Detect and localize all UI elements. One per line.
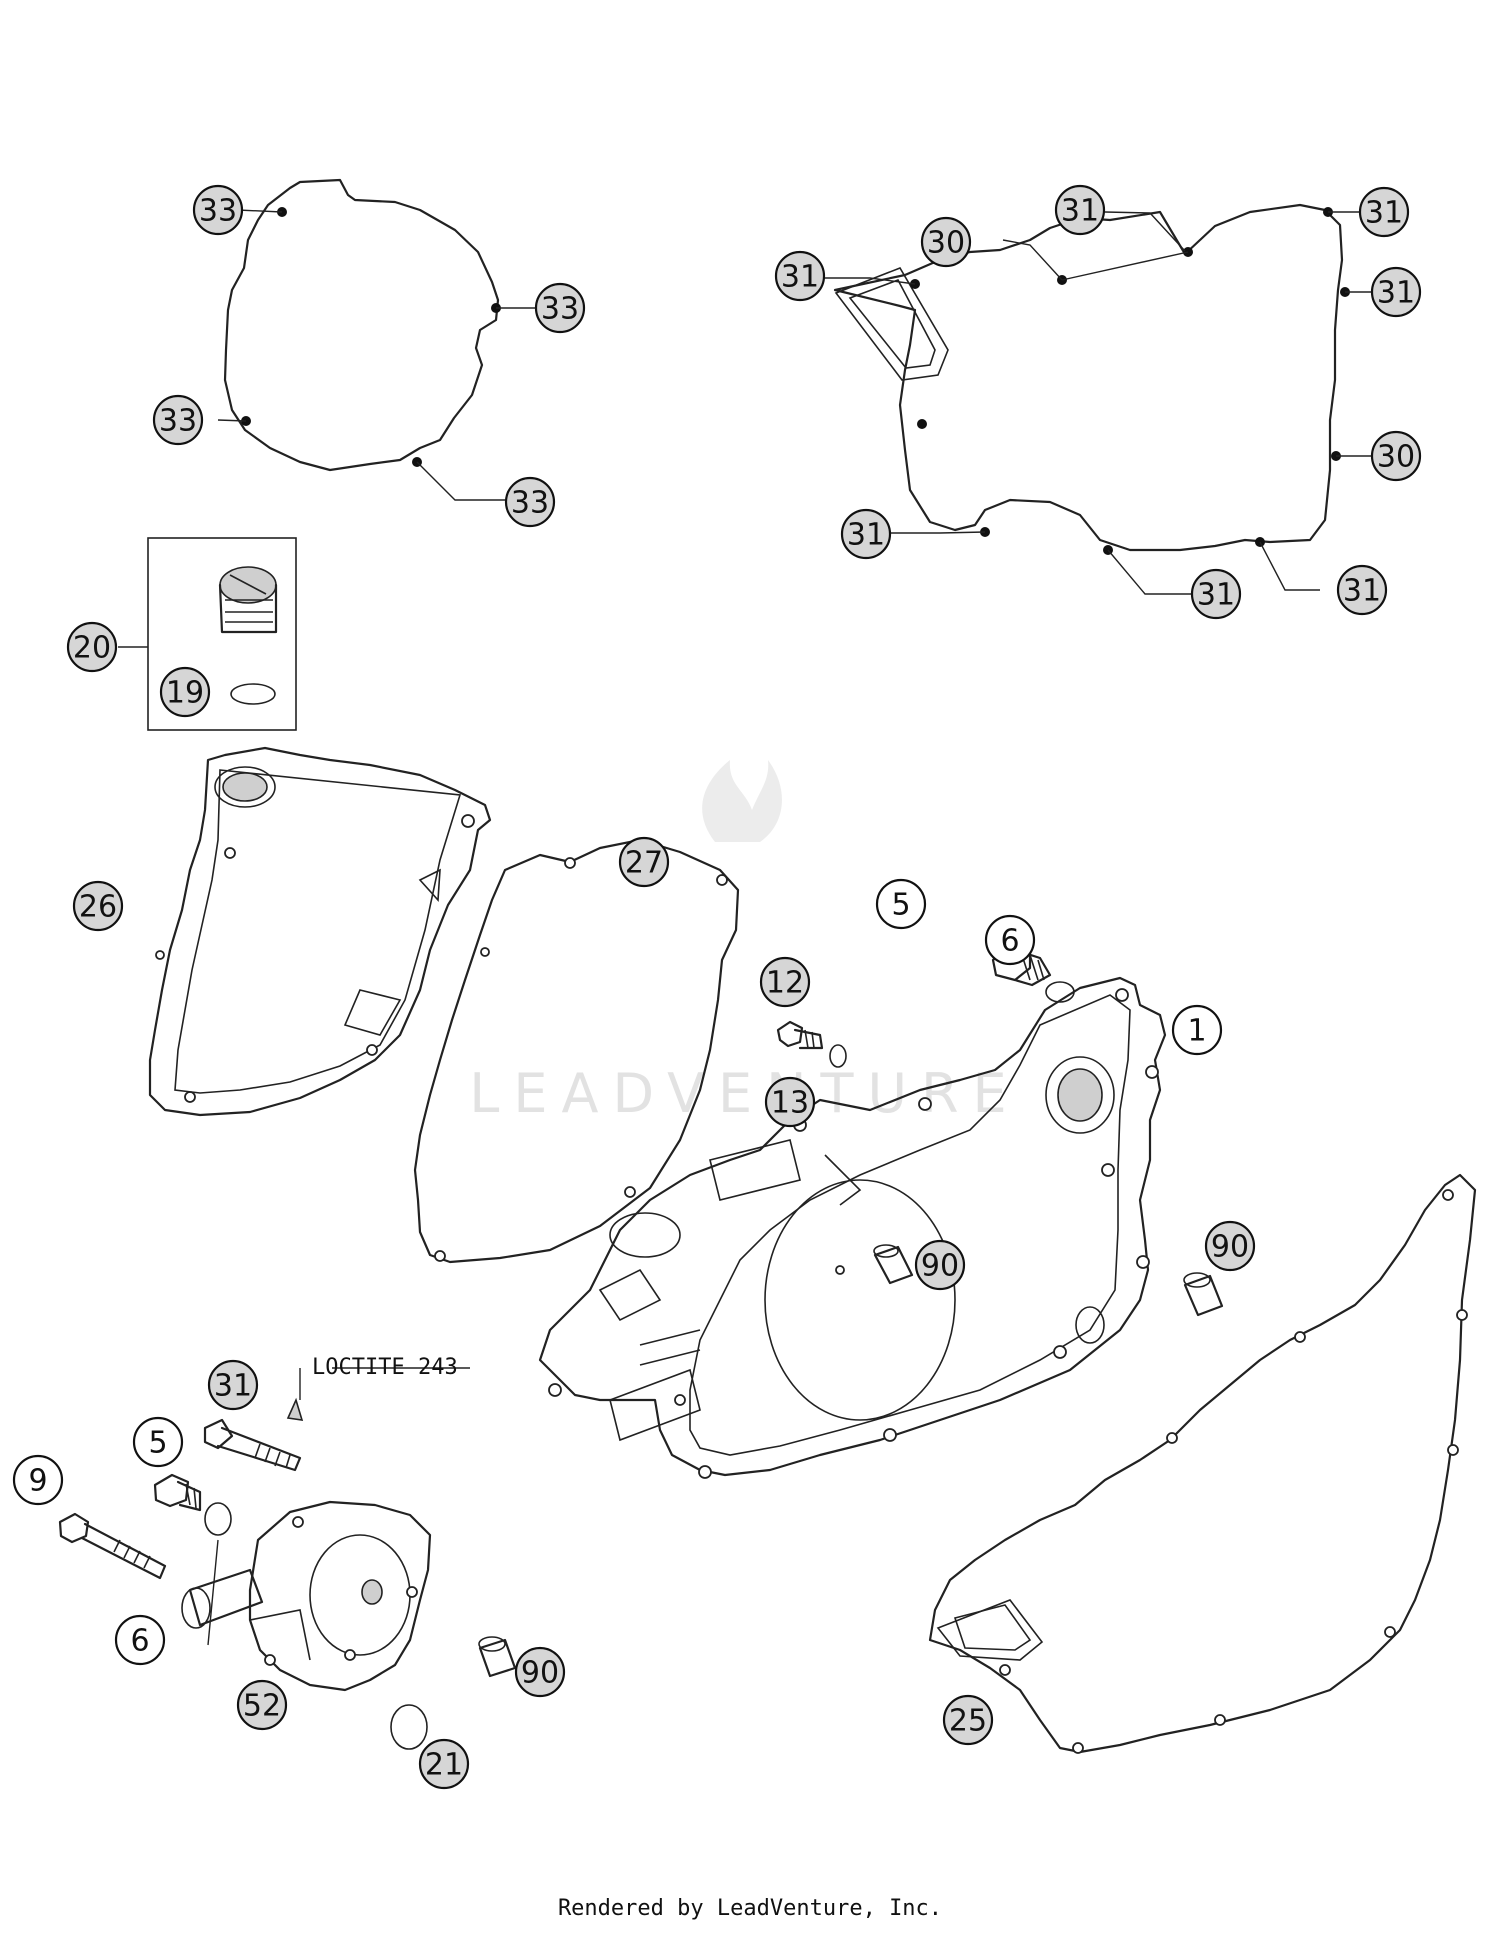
outer-clutch-cover bbox=[148, 746, 492, 1117]
clutch-cover-gasket-top bbox=[833, 203, 1350, 555]
callout-33: 33 bbox=[192, 184, 244, 236]
svg-text:30: 30 bbox=[927, 226, 965, 261]
callout-9: 9 bbox=[12, 1454, 64, 1506]
callout-21: 21 bbox=[418, 1738, 470, 1790]
svg-text:31: 31 bbox=[1061, 194, 1099, 229]
svg-text:5: 5 bbox=[148, 1426, 167, 1461]
callout-6: 6 bbox=[114, 1614, 166, 1666]
svg-text:52: 52 bbox=[243, 1689, 281, 1724]
footer-credit: Rendered by LeadVenture, Inc. bbox=[557, 1896, 943, 1921]
svg-text:33: 33 bbox=[511, 486, 549, 521]
loctite-note: LOCTITE 243 bbox=[312, 1355, 458, 1380]
svg-text:19: 19 bbox=[166, 676, 204, 711]
oil-drain-screw-bottom bbox=[153, 1473, 202, 1512]
part-callouts: 33 33 33 33 31 31 30 31 31 30 31 31 31 2… bbox=[12, 184, 1422, 1790]
callout-6: 6 bbox=[984, 914, 1036, 966]
watermark-text: LEADVENTURE bbox=[469, 1062, 1020, 1125]
svg-text:25: 25 bbox=[949, 1704, 987, 1739]
callout-19: 19 bbox=[159, 666, 211, 718]
callout-31: 31 bbox=[774, 250, 826, 302]
svg-text:6: 6 bbox=[130, 1624, 149, 1659]
clutch-cover-gasket bbox=[413, 838, 740, 1264]
callout-31: 31 bbox=[1190, 568, 1242, 620]
long-bolt-9 bbox=[58, 1512, 167, 1580]
callout-12: 12 bbox=[759, 956, 811, 1008]
callout-13: 13 bbox=[764, 1076, 816, 1128]
callout-1: 1 bbox=[1171, 1004, 1223, 1056]
callout-33: 33 bbox=[504, 476, 556, 528]
callout-90: 90 bbox=[514, 1646, 566, 1698]
callout-31: 31 bbox=[840, 508, 892, 560]
svg-text:20: 20 bbox=[73, 631, 111, 666]
dowel-sleeve-right bbox=[1183, 1272, 1224, 1317]
screw-12-washer-13 bbox=[776, 1020, 847, 1068]
svg-text:6: 6 bbox=[1000, 924, 1019, 959]
callout-31: 31 bbox=[207, 1359, 259, 1411]
callout-31: 31 bbox=[1054, 184, 1106, 236]
water-pump-cover bbox=[181, 1500, 432, 1692]
svg-text:9: 9 bbox=[28, 1464, 47, 1499]
inner-cover-gasket bbox=[928, 1173, 1477, 1754]
callout-90: 90 bbox=[914, 1239, 966, 1291]
svg-text:26: 26 bbox=[79, 890, 117, 925]
svg-text:31: 31 bbox=[847, 518, 885, 553]
svg-text:31: 31 bbox=[781, 260, 819, 295]
svg-text:31: 31 bbox=[214, 1369, 252, 1404]
oil-filler-plug-kit bbox=[147, 537, 297, 731]
svg-text:31: 31 bbox=[1343, 574, 1381, 609]
long-screw-31 bbox=[203, 1397, 304, 1472]
callout-26: 26 bbox=[72, 880, 124, 932]
svg-text:90: 90 bbox=[1211, 1230, 1249, 1265]
svg-text:12: 12 bbox=[766, 966, 804, 1001]
dowel-sleeve-center bbox=[873, 1244, 914, 1285]
svg-text:21: 21 bbox=[425, 1748, 463, 1783]
svg-text:90: 90 bbox=[921, 1249, 959, 1284]
callout-52: 52 bbox=[236, 1679, 288, 1731]
callout-33: 33 bbox=[152, 394, 204, 446]
callout-30: 30 bbox=[920, 216, 972, 268]
callout-31: 31 bbox=[1358, 186, 1410, 238]
svg-text:13: 13 bbox=[771, 1086, 809, 1121]
leader-lines bbox=[118, 209, 1375, 1646]
inner-clutch-cover bbox=[538, 976, 1167, 1479]
callout-25: 25 bbox=[942, 1694, 994, 1746]
svg-text:31: 31 bbox=[1365, 196, 1403, 231]
dowel-sleeve-bottom bbox=[478, 1636, 517, 1678]
watermark: LEADVENTURE bbox=[469, 760, 1020, 1125]
o-ring-21 bbox=[390, 1704, 428, 1750]
svg-text:33: 33 bbox=[159, 404, 197, 439]
washer-6-bottom bbox=[204, 1502, 232, 1536]
callout-90: 90 bbox=[1204, 1220, 1256, 1272]
svg-text:27: 27 bbox=[625, 846, 663, 881]
callout-33: 33 bbox=[534, 282, 586, 334]
ignition-cover-gasket bbox=[223, 178, 501, 472]
callout-27: 27 bbox=[618, 836, 670, 888]
svg-text:33: 33 bbox=[199, 194, 237, 229]
callout-31: 31 bbox=[1370, 266, 1422, 318]
svg-text:5: 5 bbox=[891, 888, 910, 923]
callout-20: 20 bbox=[66, 621, 118, 673]
callout-30: 30 bbox=[1370, 430, 1422, 482]
svg-text:33: 33 bbox=[541, 292, 579, 327]
svg-text:31: 31 bbox=[1377, 276, 1415, 311]
svg-text:90: 90 bbox=[521, 1656, 559, 1691]
svg-text:1: 1 bbox=[1187, 1014, 1206, 1049]
callout-31: 31 bbox=[1336, 564, 1388, 616]
callout-5: 5 bbox=[875, 878, 927, 930]
svg-text:31: 31 bbox=[1197, 578, 1235, 613]
callout-5: 5 bbox=[132, 1416, 184, 1468]
svg-text:30: 30 bbox=[1377, 440, 1415, 475]
